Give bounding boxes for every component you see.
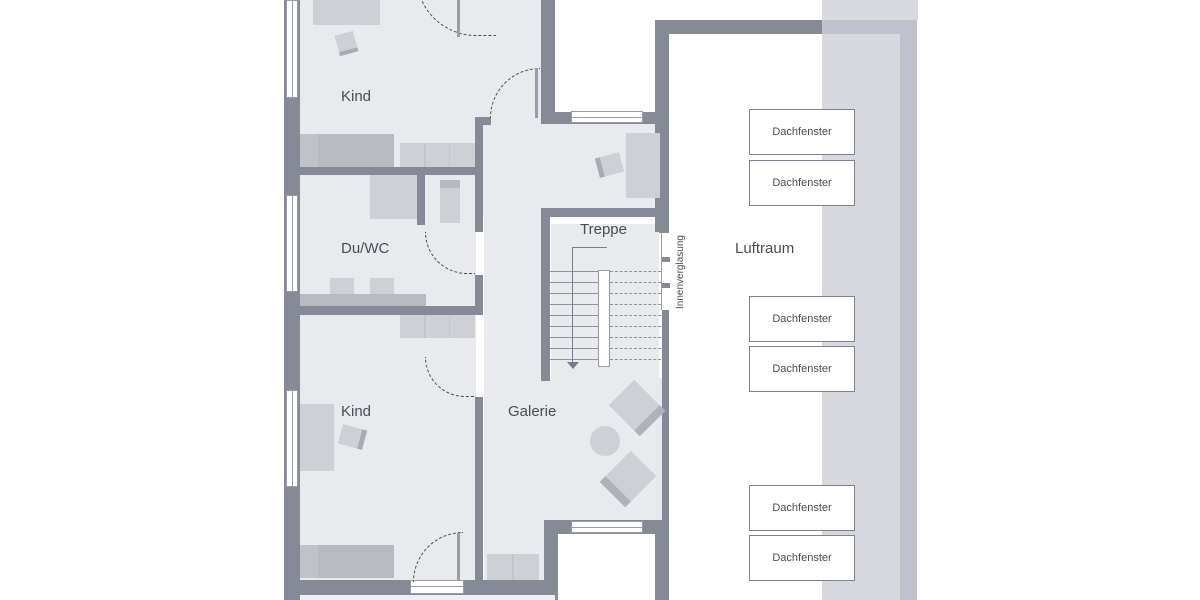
wall-kind-bottom-right	[475, 397, 483, 580]
room-label-kind-top: Kind	[341, 88, 372, 105]
room-label-kind-bottom: Kind	[341, 403, 372, 420]
skylight-5: Dachfenster	[749, 485, 855, 531]
stair-direction-line-h	[572, 247, 607, 248]
wall-duwc-shower	[417, 175, 425, 225]
shelf-galerie	[487, 554, 539, 580]
innenverglasung-post-2	[662, 283, 670, 288]
roof-overhang	[822, 0, 918, 20]
luftraum-top-wall	[655, 20, 822, 34]
wall-kind-top-right	[541, 0, 555, 124]
bed-kind-top	[300, 134, 394, 167]
innenverglasung-post-1	[662, 257, 670, 262]
desk-kind-bottom	[300, 404, 334, 471]
wall-galerie-base	[475, 580, 555, 595]
washbasin-1	[330, 278, 354, 295]
side-table-galerie	[590, 426, 620, 456]
washbasin-2	[370, 278, 394, 295]
wall-galerie-bay-right	[655, 520, 669, 600]
wardrobe-kind-bottom	[400, 315, 475, 338]
room-label-du-wc: Du/WC	[341, 240, 390, 257]
window-duwc-left	[286, 195, 298, 292]
wall-kind-top-inner	[475, 117, 483, 174]
wall-kind-top-bottom	[300, 167, 483, 175]
vanity-counter	[300, 294, 426, 306]
stair-steps	[550, 271, 661, 368]
skylight-3: Dachfenster	[749, 296, 855, 342]
sideboard-corridor	[626, 133, 660, 198]
window-kind-bottom-left	[286, 390, 298, 487]
wall-treppe-left	[541, 208, 550, 381]
skylight-1: Dachfenster	[749, 109, 855, 155]
door-corridor-leaf	[535, 68, 538, 118]
bed-kind-bottom	[300, 545, 394, 578]
wall-galerie-right	[662, 308, 669, 534]
wall-duwc-bottom	[300, 306, 483, 315]
window-kind-bottom	[410, 580, 464, 594]
roof-top-edge	[822, 20, 917, 34]
roof-edge	[900, 20, 917, 600]
stair-stringer	[598, 270, 610, 367]
toilet	[440, 180, 460, 223]
skylight-6: Dachfenster	[749, 535, 855, 581]
window-kind-top-left	[286, 0, 298, 98]
shower-tray	[370, 175, 417, 219]
floor-galerie	[484, 120, 544, 580]
room-label-galerie: Galerie	[508, 403, 557, 420]
wall-duwc-right-bottom	[475, 275, 483, 315]
wall-treppe-top	[541, 208, 662, 217]
annotation-innenverglasung: Innenverglasung	[675, 235, 686, 309]
wardrobe-kind-top	[400, 143, 475, 167]
skylight-4: Dachfenster	[749, 346, 855, 392]
room-label-treppe: Treppe	[580, 221, 627, 238]
door-kind-top-leaf	[457, 0, 460, 37]
window-corridor-top	[571, 111, 643, 123]
wall-kind-top-stub	[475, 117, 491, 125]
skylight-2: Dachfenster	[749, 160, 855, 206]
window-galerie-bay	[571, 521, 643, 533]
wall-duwc-right-top	[475, 170, 483, 232]
innenverglasung-glass	[661, 233, 670, 310]
wall-galerie-bay-left	[544, 520, 558, 600]
exterior-strip-bottom	[300, 595, 555, 600]
stair-well	[550, 270, 661, 368]
room-label-luftraum: Luftraum	[735, 240, 795, 257]
desk-kind-top	[313, 0, 380, 25]
arrow-down-icon	[567, 362, 579, 369]
stair-direction-line-v	[572, 247, 573, 365]
door-kind-bottom-exit-leaf	[457, 533, 460, 581]
